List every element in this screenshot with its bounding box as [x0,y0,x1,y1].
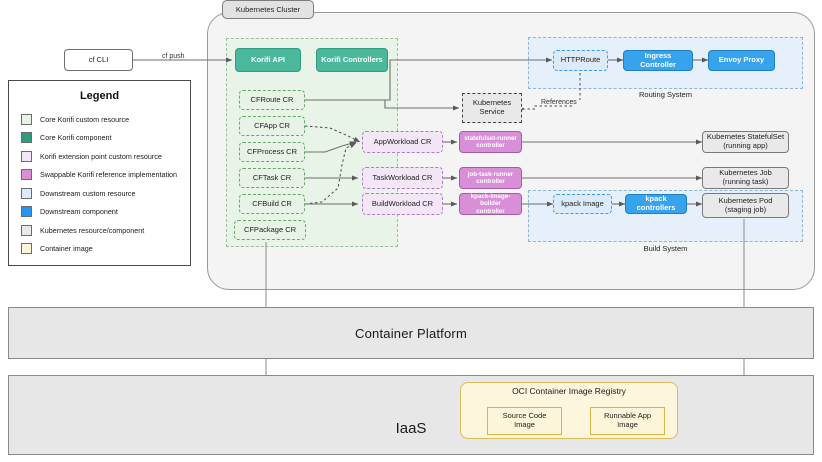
node-line-1: Source Code [502,411,547,421]
edge-label-cf-push: cf push [162,53,185,60]
legend-item: Container image [9,240,190,259]
container-platform-band: Container Platform [8,307,814,359]
legend-item: Core Korifi component [9,129,190,148]
node-line-2: controller [476,207,505,215]
iaas-title: IaaS [395,420,427,437]
node-kubernetes-service[interactable]: Kubernetes Service [462,93,522,123]
node-line-1: Kubernetes Pod [718,195,773,205]
node-kpack-controllers[interactable]: kpack controllers [625,194,687,214]
node-line-1: statefulset-runner [464,134,517,142]
node-envoy-proxy[interactable]: Envoy Proxy [708,50,775,71]
node-statefulset-runner-controller[interactable]: statefulset-runner controller [459,131,522,153]
routing-system-label: Routing System [639,90,692,99]
iaas-band [8,375,814,455]
legend-swatch [21,150,32,162]
node-kubernetes-job[interactable]: Kubernetes Job (running task) [702,167,789,189]
legend-swatch [21,206,32,218]
node-cfbuild-cr[interactable]: CFBuild CR [239,194,305,214]
node-source-code-image[interactable]: Source Code Image [487,407,562,435]
node-httproute[interactable]: HTTPRoute [553,50,608,71]
kubernetes-cluster-label: Kubernetes Cluster [222,0,314,19]
node-line-1: job-task-runner [467,170,514,178]
legend-item: Downstream custom resource [9,184,190,203]
node-line-2: (running app) [723,141,768,150]
legend-item: Kubernetes resource/component [9,221,190,240]
node-line-2: Image [514,420,535,429]
build-system-label: Build System [643,244,688,253]
node-cf-cli[interactable]: cf CLI [64,49,133,71]
legend-item-label: Core Korifi component [40,133,112,143]
node-cfpackage-cr[interactable]: CFPackage CR [234,220,306,240]
node-korifi-api[interactable]: Korifi API [235,48,301,72]
legend-item-label: Swappable Korifi reference implementatio… [40,170,178,180]
node-cfprocess-cr[interactable]: CFProcess CR [239,142,305,162]
legend-swatch [21,224,32,236]
node-kpack-image-builder-controller[interactable]: kpack-image-builder controller [459,193,522,215]
node-cfapp-cr[interactable]: CFApp CR [239,116,305,136]
node-cftask-cr[interactable]: CFTask CR [239,168,305,188]
node-taskworkload-cr[interactable]: TaskWorkload CR [362,167,443,189]
legend-item-label: Downstream component [40,207,118,217]
node-kpack-image[interactable]: kpack Image [553,194,612,214]
node-line-2: (staging job) [724,204,767,214]
node-line-1: kpack-image-builder [470,193,511,208]
legend-item-label: Core Korifi custom resource [40,114,130,124]
node-ingress-controller[interactable]: Ingress Controller [623,50,693,71]
legend-item-label: Korifi extension point custom resource [40,151,162,161]
node-line-1: Kubernetes Job [719,168,772,178]
node-kubernetes-pod[interactable]: Kubernetes Pod (staging job) [702,193,789,218]
node-line-2: Image [617,420,638,429]
oci-registry-title: OCI Container Image Registry [512,386,626,396]
legend-item-label: Downstream custom resource [40,188,136,198]
legend-swatch [21,243,32,255]
node-line-2: controller [476,178,505,185]
node-job-task-runner-controller[interactable]: job-task-runner controller [459,167,522,189]
legend-swatch [21,169,32,181]
node-line-1: Runnable App [603,411,652,421]
node-runnable-app-image[interactable]: Runnable App Image [590,407,665,435]
legend-swatch [21,187,32,199]
node-appworkload-cr[interactable]: AppWorkload CR [362,131,443,153]
node-line-1: Kubernetes [472,98,512,108]
legend-item-label: Container image [40,244,93,254]
node-buildworkload-cr[interactable]: BuildWorkload CR [362,193,443,215]
node-line-2: (running task) [722,177,769,186]
node-line-2: Service [479,107,505,116]
legend-swatch [21,132,32,144]
node-korifi-controllers[interactable]: Korifi Controllers [316,48,388,72]
legend-item: Swappable Korifi reference implementatio… [9,166,190,185]
node-line-2: controller [476,142,505,149]
node-cfroute-cr[interactable]: CFRoute CR [239,90,305,110]
legend-item: Downstream component [9,203,190,222]
node-kubernetes-statefulset[interactable]: Kubernetes StatefulSet (running app) [702,131,789,153]
container-platform-title: Container Platform [355,325,467,341]
legend-item: Core Korifi custom resource [9,110,190,129]
legend-item: Korifi extension point custom resource [9,147,190,166]
legend-item-label: Kubernetes resource/component [40,225,145,235]
legend: Legend Core Korifi custom resource Core … [8,80,191,266]
legend-swatch [21,113,32,125]
node-line-1: Kubernetes StatefulSet [706,132,785,142]
legend-title: Legend [79,90,120,102]
